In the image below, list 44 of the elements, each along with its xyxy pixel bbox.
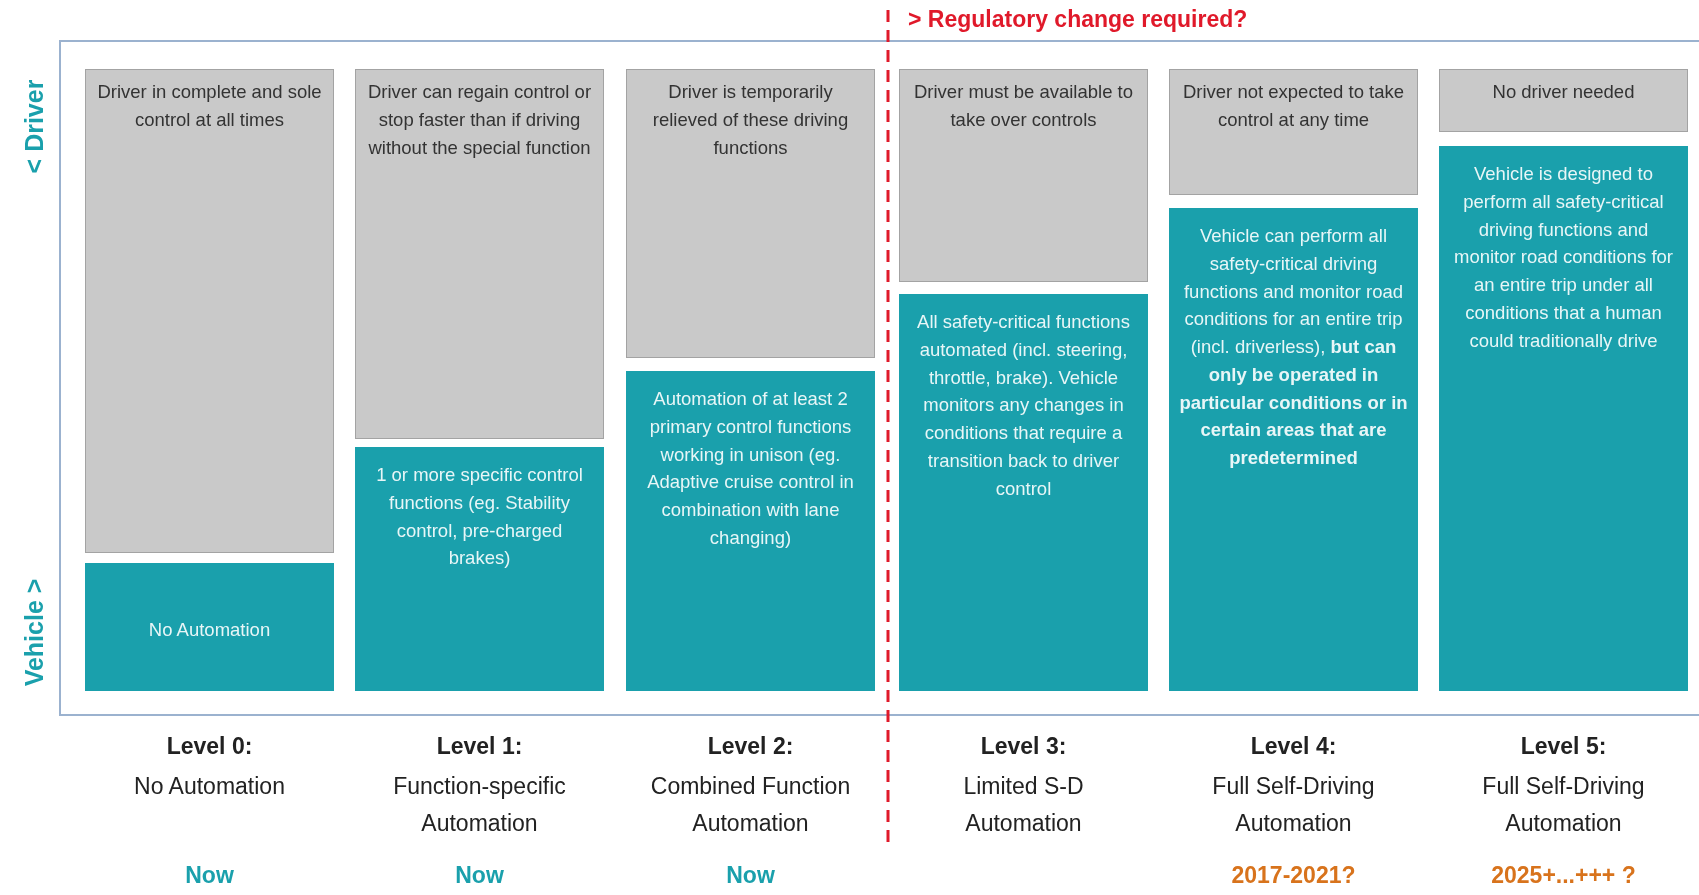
vehicle-role-box bbox=[1439, 146, 1688, 691]
driver-role-box bbox=[1169, 69, 1418, 195]
driver-role-box bbox=[1439, 69, 1688, 132]
driver-role-box bbox=[355, 69, 604, 439]
box-text: Automation of at least 2 primary control functions working in unison (eg. Adaptive cruise control in combination with lane changing) bbox=[646, 387, 855, 550]
box-text: Driver must be available to take over controls bbox=[913, 80, 1134, 132]
box-text: All safety-critical functions automated (incl. steering, throttle, brake). Vehicle monitors any changes in conditions that require a transition back to driver control bbox=[916, 310, 1131, 501]
level-name: Limited S-D Automation bbox=[962, 772, 1085, 838]
vehicle-role-box bbox=[626, 371, 875, 691]
box-text: No driver needed bbox=[1492, 80, 1635, 104]
timeline-label: 2017-2021? bbox=[1230, 862, 1357, 889]
box-text: Driver in complete and sole control at all times bbox=[96, 80, 323, 132]
level-heading: Level 3: bbox=[979, 733, 1068, 760]
vehicle-role-box bbox=[899, 294, 1148, 691]
level-heading: Level 2: bbox=[706, 733, 795, 760]
box-text: Vehicle can perform all safety-critical driving functions and monitor road conditions for an entire trip (incl. driverless), but can only be operated in particular conditions or in certain areas that are predetermined bbox=[1179, 224, 1408, 470]
vehicle-role-box bbox=[1169, 208, 1418, 691]
axis-label: Vehicle > bbox=[19, 577, 49, 689]
driver-role-box bbox=[85, 69, 334, 553]
timeline-label: Now bbox=[184, 862, 235, 889]
level-name: Combined Function Automation bbox=[649, 772, 852, 838]
level-heading: Level 0: bbox=[165, 733, 254, 760]
vehicle-role-box bbox=[355, 447, 604, 691]
level-heading: Level 4: bbox=[1249, 733, 1338, 760]
axis-label: < Driver bbox=[19, 78, 49, 176]
box-text: 1 or more specific control functions (eg. Stability control, pre-charged brakes) bbox=[375, 463, 584, 571]
level-name: Full Self-Driving Automation bbox=[1481, 772, 1646, 838]
box-text: Vehicle is designed to perform all safety-critical driving functions and monitor road conditions for an entire trip under all conditions that a human could traditionally drive bbox=[1453, 162, 1674, 353]
level-name: Full Self-Driving Automation bbox=[1211, 772, 1376, 838]
box-text: Driver not expected to take control at any time bbox=[1181, 80, 1406, 132]
box-text: Driver can regain control or stop faster than if driving without the special function bbox=[366, 80, 593, 160]
heading: > Regulatory change required? bbox=[908, 6, 1248, 33]
timeline-label: 2025+...+++ ? bbox=[1490, 862, 1637, 889]
level-heading: Level 1: bbox=[435, 733, 524, 760]
driver-role-box bbox=[626, 69, 875, 358]
level-name: No Automation bbox=[133, 772, 286, 801]
timeline-label: Now bbox=[454, 862, 505, 889]
box-text: Driver is temporarily relieved of these driving functions bbox=[651, 80, 850, 160]
vehicle-role-box bbox=[85, 563, 334, 691]
driver-role-box bbox=[899, 69, 1148, 282]
level-name: Function-specific Automation bbox=[392, 772, 567, 838]
box-text: No Automation bbox=[148, 618, 271, 643]
timeline-label: Now bbox=[725, 862, 776, 889]
level-heading: Level 5: bbox=[1519, 733, 1608, 760]
